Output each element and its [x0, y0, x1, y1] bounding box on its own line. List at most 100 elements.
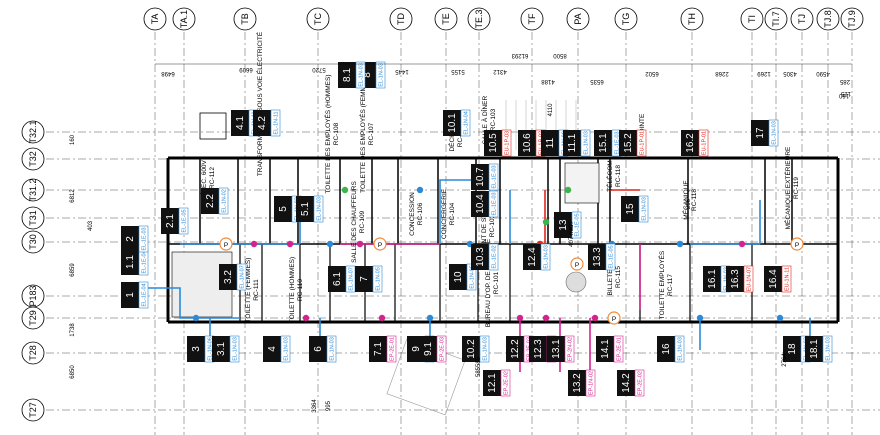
device-12	[378, 314, 386, 322]
panel-tag-code-box	[634, 369, 645, 397]
room-code-17: RC-117	[667, 274, 674, 296]
panel-tag-number: 10.3	[475, 247, 486, 267]
panel-tag-box	[484, 130, 502, 156]
panel-tag-10-2: 10.2 EL-1N-03	[462, 335, 490, 363]
panel-tag-code-box	[580, 129, 591, 157]
panel-tag-box	[617, 370, 635, 396]
panel-tag-code-box	[460, 109, 471, 137]
panel-tag-code: EU-1P-01	[640, 131, 646, 155]
room-labels: TRANSFORMATEUR SOUS VOIE ÉLECTRICITÉÉLEC…	[199, 31, 800, 327]
room-label-17: TOILETTE EMPLOYÉS	[657, 250, 666, 319]
panel-tag-code-box	[326, 335, 337, 363]
panel-tag-box	[274, 196, 292, 222]
panel-tag-number: 3.1	[216, 342, 227, 356]
panel-tag-17: 17 EL-1N-03	[751, 119, 779, 147]
reference-label-0: 4110	[548, 103, 554, 117]
panel-tag-code: EL-1E-03	[142, 227, 148, 250]
dimension-top-12: 4590	[816, 70, 830, 76]
panel-tag-code: EL-1N-03	[483, 337, 489, 361]
panel-tag-code: EL-1N-03	[359, 63, 365, 87]
dimension-top-13: 285	[839, 78, 850, 84]
panel-tag-code: EL-1E-03	[492, 192, 498, 215]
panel-tag-box	[568, 370, 586, 396]
device-16	[591, 314, 599, 322]
dimension-top-16: 160	[838, 92, 849, 98]
panel-tag-15-2: 15.2 EU-1P-01	[619, 129, 647, 157]
panel-tag-code: EL-1N-03	[772, 121, 778, 145]
panel-tag-box	[751, 120, 769, 146]
panel-tag-box	[541, 130, 559, 156]
panel-tag-box	[518, 130, 536, 156]
panel-tag-code: EL-1N-11	[274, 111, 280, 134]
panel-tag-box	[471, 191, 489, 217]
panel-tag-code-box	[674, 335, 685, 363]
room-label-11: CONCIERGERIE	[441, 188, 448, 239]
panel-tag-number: 11	[545, 137, 556, 148]
plug-symbol-3	[607, 311, 621, 325]
panel-tag-code-box	[743, 265, 754, 293]
panel-tag-code-box	[218, 187, 229, 215]
panel-tag-number: 10.2	[466, 339, 477, 359]
panel-tag-box	[219, 264, 237, 290]
plug-symbol-2	[570, 257, 584, 271]
panel-tag-number: 15.2	[623, 133, 634, 153]
room-code-14: RC-110	[297, 279, 304, 301]
panel-tag-code-box	[138, 281, 149, 309]
panel-tag-code-box	[638, 195, 649, 223]
room-code-9: RC-109	[359, 210, 366, 233]
panel-tag-number: 9.1	[423, 342, 434, 356]
device-8	[676, 240, 684, 248]
dimension-side-6: 2764	[782, 353, 788, 367]
panel-tag-code-box	[229, 335, 240, 363]
panel-tag-number: 17	[755, 127, 766, 139]
panel-tag-box	[588, 244, 606, 270]
panel-tag-code: EL-1N-02	[222, 189, 228, 213]
dimension-top-5: 4312	[493, 68, 507, 74]
panel-tag-code: EL-1E-05	[575, 213, 581, 236]
room-code-2: RC-108	[333, 122, 340, 145]
panel-tag-box	[187, 336, 205, 362]
panel-tag-number: 8.1	[342, 68, 353, 82]
panel-tag-code-box	[768, 119, 779, 147]
panel-tag-code: EL-1E-05	[182, 209, 188, 232]
panel-tag-box	[554, 212, 572, 238]
panel-tag-box	[783, 336, 801, 362]
panel-tag-code-box	[372, 265, 383, 293]
device-9	[738, 240, 746, 248]
grid-bubble-tf	[520, 7, 544, 31]
panel-tag-code: EU-1N-11	[785, 267, 791, 291]
dimension-top-4: 5155	[451, 68, 465, 74]
room-label-6: TÉLÉCOM	[605, 160, 614, 191]
grid-label-t27: T27	[28, 402, 38, 418]
panel-tag-number: 4	[267, 346, 278, 352]
room-label-13: TOILETTE (FEMMES)	[245, 258, 252, 323]
device-3	[326, 240, 334, 248]
panel-tag-code-box	[375, 61, 386, 89]
room-code-11: RC-104	[449, 202, 456, 225]
reference-label-2: 585	[476, 366, 482, 377]
panel-tag-box	[419, 336, 437, 362]
grid-label-te: TE	[441, 13, 451, 25]
device-18	[776, 314, 784, 322]
panel-tag-number: 12.1	[487, 373, 498, 393]
device-2	[286, 240, 294, 248]
device-20	[564, 186, 572, 194]
grid-bubble-ta	[143, 7, 167, 31]
panel-tag-number: 2	[125, 236, 136, 242]
